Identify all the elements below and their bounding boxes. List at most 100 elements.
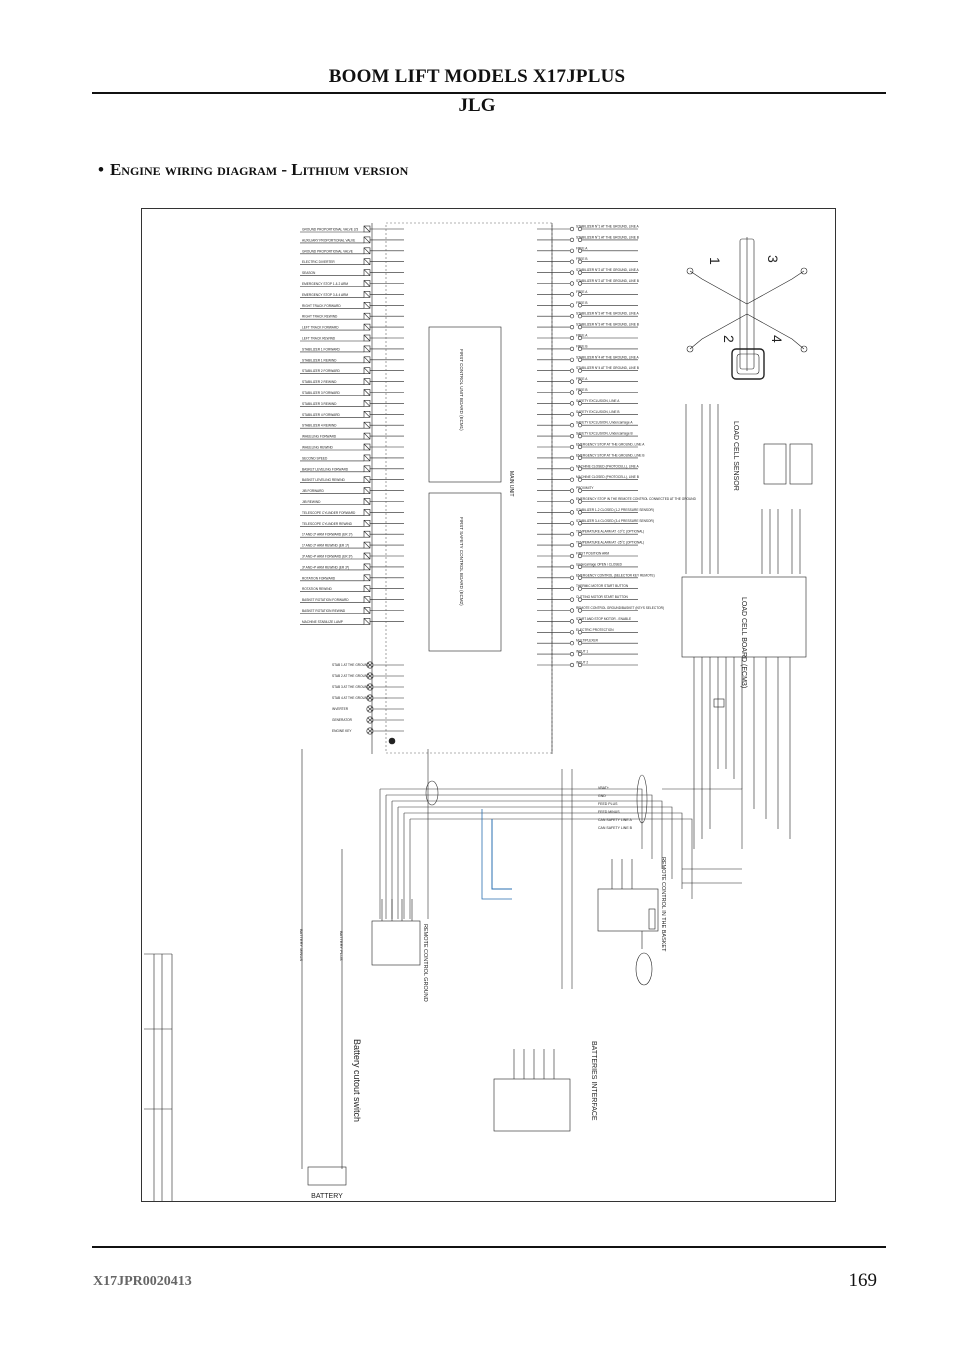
left-output-label: 1ª AND 2ª ARM FORWARD (ER 1ª): [302, 533, 352, 537]
right-input-row: STABILIZER N°2 AT THE GROUND, LINE B: [537, 279, 639, 286]
left-output-row: STABILIZER 2 FORWARD: [300, 367, 404, 374]
right-input-row: FREE B: [537, 301, 638, 308]
left-output-label: STABILIZER 4 REWIND: [302, 424, 337, 428]
right-input-label: CUTTING MOTOR START BUTTON: [576, 595, 628, 599]
left-output-label: 1ª AND 2ª ARM REWIND (ER 1ª): [302, 544, 349, 548]
left-output-row: BASKET LEVELING REWIND: [300, 476, 404, 484]
left-output-row: STABILIZER 4 FORWARD: [300, 411, 404, 418]
right-input-row: STABILIZER N°3 AT THE GROUND, LINE A: [537, 312, 640, 319]
right-input-row: EMERGENCY STOP IN THE REMOTE CONTROL CON…: [537, 497, 697, 504]
right-input-row: Undercarriage OPEN / CLOSED: [537, 562, 638, 570]
right-input-label: TEMPERATURE ALARM AT -10°C (OPTIONAL): [576, 530, 644, 534]
ecm2-label: FIRST SAFETY CONTROL BOARD (ECM2): [459, 517, 464, 606]
left-output-label: STABILIZER 1 FORWARD: [302, 347, 341, 351]
right-input-label: SAFETY EXCLUSION, LINE A: [576, 399, 620, 403]
left-output-label: RIGHT TRACK REWIND: [302, 315, 338, 319]
lamp-row-label: STAB 1 AT THE GROUND: [332, 663, 370, 667]
left-output-row: RIGHT TRACK FORWARD: [300, 302, 404, 309]
load-cell-board-box: [681, 576, 807, 658]
batteries-interface-label: BATTERIES INTERFACE: [590, 1041, 597, 1121]
right-input-row: FREE B: [537, 388, 638, 395]
left-output-row: LEFT TRACK REWIND: [300, 334, 404, 342]
left-output-label: AUXILIARY PROPORTIONAL VALVE: [302, 238, 355, 242]
left-output-label: EMERGENCY STOP 1 & 2 ARM: [302, 282, 348, 286]
right-input-row: FIRST POSITION ARM: [537, 552, 638, 559]
left-output-label: STABILIZER 1 REWIND: [302, 358, 337, 362]
lamp-row-label: INVERTER: [332, 707, 349, 711]
lamp-row: INVERTER: [332, 705, 404, 713]
cable-label: FEED PLUS: [598, 802, 618, 806]
ground-stabilizer-lamps: STAB 1 AT THE GROUND STAB 2 AT THE GROUND…: [332, 661, 404, 735]
left-output-label: SEASON: [302, 271, 316, 275]
left-output-label: TELESCOPE CYLINDER REWIND: [302, 522, 353, 526]
left-output-label: STABILIZER 4 FORWARD: [302, 413, 341, 417]
right-input-row: MACHINE CLOSED (PHOTOCELL), LINE B: [537, 475, 639, 482]
right-input-row: SAFETY EXCLUSION, LINE A: [537, 399, 638, 406]
right-input-label: FREE B: [576, 301, 588, 305]
right-input-row: STABILIZER N°4 AT THE GROUND, LINE B: [537, 366, 639, 373]
left-output-label: EMERGENCY STOP 3 & 4 ARM: [302, 293, 348, 297]
right-input-row: FREE A: [537, 334, 638, 341]
right-input-label: FREE B: [576, 388, 588, 392]
right-input-label: REMOTE CONTROL GROUND/BASKET (KEYS SELEC…: [576, 606, 664, 610]
right-input-row: FREE A: [537, 246, 638, 253]
left-output-label: 3ª AND 4ª ARM REWIND (ER 3ª): [302, 565, 349, 569]
lamp-row: STAB 2 AT THE GROUND: [332, 672, 404, 680]
left-output-label: STABILIZER 2 FORWARD: [302, 369, 341, 373]
stabilizer-number-3: 3: [765, 255, 781, 263]
left-output-row: JIB REWIND: [300, 498, 404, 505]
cable-label: GND: [598, 794, 606, 798]
cable-label: CAN SAFETY LINE B: [598, 826, 633, 830]
right-input-label: FREE A: [576, 334, 588, 338]
document-code: X17JPR0020413: [93, 1274, 192, 1289]
right-input-label: STABILIZER 1-2 CLOSED (1-2 PRESSURE SENS…: [576, 508, 654, 512]
remote-control-ground-block: [371, 899, 421, 966]
left-output-label: BASKET LEVELING FORWARD: [302, 467, 349, 471]
left-output-row: WHEELING REWIND: [300, 443, 404, 451]
right-input-label: MACHINE CLOSED (PHOTOCELL), LINE A: [576, 464, 640, 468]
lamp-row-label: STAB 4 AT THE GROUND: [332, 696, 370, 700]
left-output-label: BASKET ROTATION REWIND: [302, 609, 346, 613]
left-output-label: JIB FORWARD: [302, 489, 324, 493]
ecm2-box: [428, 492, 502, 652]
left-output-row: LEFT TRACK FORWARD: [300, 323, 404, 331]
lamp-row: ENGINE KEY: [332, 727, 404, 735]
left-output-row: EMERGENCY STOP 3 & 4 ARM: [300, 291, 404, 298]
right-input-label: INPUT 1: [576, 650, 588, 654]
right-input-row: FREE A: [537, 290, 638, 297]
left-output-row: STABILIZER 1 REWIND: [300, 356, 404, 364]
left-output-row: ROTATION REWIND: [300, 585, 404, 593]
left-output-row: 3ª AND 4ª ARM FORWARD (ER 3ª): [300, 552, 404, 560]
left-output-label: STABILIZER 3 REWIND: [302, 402, 337, 406]
left-output-row: 1ª AND 2ª ARM REWIND (ER 1ª): [300, 541, 404, 549]
right-input-label: ELECTRIC PROTECTION: [576, 628, 614, 632]
cable-bundle: [379, 749, 743, 989]
left-output-label: ROTATION REWIND: [302, 587, 333, 591]
left-output-label: ROTATION FORWARD: [302, 576, 336, 580]
left-output-label: GROUND PROPORTIONAL VALVE 2/3: [302, 228, 358, 232]
left-output-row: TELESCOPE CYLINDER REWIND: [300, 519, 404, 527]
right-input-label: STABILIZER N°1 AT THE GROUND, LINE B: [576, 235, 639, 239]
right-input-label: STABILIZER N°2 AT THE GROUND, LINE B: [576, 279, 639, 283]
load-cell-board-wires: [693, 657, 791, 849]
left-output-row: AUXILIARY PROPORTIONAL VALVE: [300, 236, 404, 244]
right-input-row: STABILIZER N°4 AT THE GROUND, LINE A: [537, 355, 640, 362]
right-input-label: FREE B: [576, 257, 588, 261]
right-input-row: START AND STOP MOTOR - ENABLE: [537, 617, 638, 624]
left-output-label: BASKET LEVELING REWIND: [302, 478, 346, 482]
left-output-row: BASKET ROTATION REWIND: [300, 607, 404, 614]
left-output-row: MACHINE STABILIZE LAMP: [300, 618, 404, 625]
load-cell-sensor-block: [685, 404, 813, 574]
left-output-label: MACHINE STABILIZE LAMP: [302, 620, 343, 624]
main-unit-label: MAIN UNIT: [508, 471, 514, 497]
stabilizer-number-1: 1: [707, 257, 723, 265]
right-input-label: EMERGENCY STOP AT THE GROUND, LINE A: [576, 443, 645, 447]
remote-basket-label: REMOTE CONTROL IN THE BASKET: [660, 857, 666, 952]
battery-symbol: [307, 1166, 347, 1186]
left-output-row: STABILIZER 3 FORWARD: [300, 389, 404, 396]
right-input-row: FREE B: [537, 344, 638, 351]
right-input-row: STABILIZER 3-4 CLOSED (3-4 PRESSURE SENS…: [537, 519, 654, 526]
lamp-row-label: STAB 3 AT THE GROUND: [332, 685, 370, 689]
right-input-label: STABILIZER 3-4 CLOSED (3-4 PRESSURE SENS…: [576, 519, 654, 523]
document-title: BOOM LIFT MODELS X17JPLUS: [328, 66, 626, 87]
